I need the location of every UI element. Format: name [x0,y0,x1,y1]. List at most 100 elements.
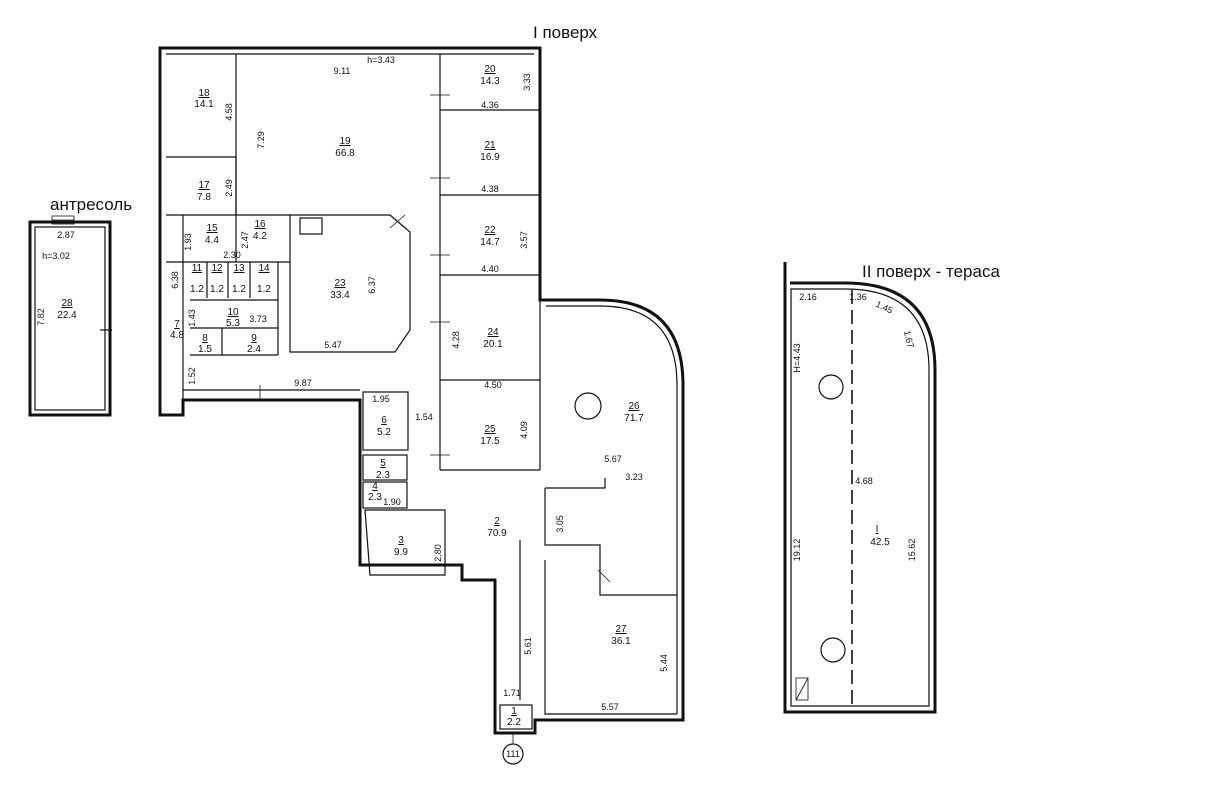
room-15-number: 15 [206,223,218,234]
mezzanine-plan: 2.87 h=3.02 7.82 28 22.4 [28,215,112,417]
dim-3.23: 3.23 [625,472,643,482]
room-6-number: 6 [381,415,387,426]
dim-5.61: 5.61 [523,637,533,655]
room-2-number: 2 [494,516,500,527]
room-1-area: 2.2 [507,717,521,728]
room-22-number: 22 [484,225,496,236]
mezzanine-height: h=3.02 [42,251,70,261]
room-11-number: 11 [192,263,203,274]
room-1-number: 1 [511,706,517,717]
terrace-column-top-icon [818,374,844,400]
building-marker-number: 111 [506,749,520,759]
room-10-area: 5.3 [226,318,240,329]
terrace-outer-wall [783,262,937,714]
room-4-area: 2.3 [368,492,382,503]
dim-1.67: 1.67 [902,329,916,349]
room-12-number: 12 [211,263,223,274]
terrace-column-bottom-icon [820,637,846,663]
room-20-number: 20 [484,64,496,75]
dim-5.47: 5.47 [324,340,342,350]
room-19-area: 66.8 [335,148,355,159]
room-10-number: 10 [227,307,239,318]
room-11-area: 1.2 [190,284,204,295]
room-13-number: 13 [233,263,245,274]
room-25-number: 25 [484,424,496,435]
room-24-number: 24 [487,327,499,338]
room-22-area: 14.7 [480,237,500,248]
dim-2.87: 2.87 [57,230,75,240]
dim-5.57: 5.57 [601,702,619,712]
dim-4.36: 4.36 [481,100,499,110]
room-23-number: 23 [334,278,346,289]
dim-2.49: 2.49 [224,179,234,197]
dim-1.90: 1.90 [383,497,401,507]
dim-6.38: 6.38 [170,271,180,289]
dim-3.33: 3.33 [522,73,532,91]
dim-4.50: 4.50 [484,380,502,390]
room-5-number: 5 [380,458,386,469]
room-6-walls [362,391,409,451]
room-16-number: 16 [254,219,266,230]
room-27-number: 27 [615,624,627,635]
column-icon [574,392,602,420]
room-2-area: 70.9 [487,528,507,539]
room-6-area: 5.2 [377,427,391,438]
dim-3.73: 3.73 [249,314,267,324]
dim-4.40: 4.40 [481,264,499,274]
dim-6.37: 6.37 [367,276,377,294]
floor1-height: h=3.43 [367,55,395,65]
floor2-title: II поверх - тераса [862,262,1000,281]
room-16-area: 4.2 [253,231,267,242]
dim-1.52: 1.52 [187,367,197,385]
terrace-stair-icon [795,677,809,701]
room-27-area: 36.1 [611,636,631,647]
terrace-plan: 2.16 1.36 1.45 1.67 H=4.43 4.68 I 42.5 1… [783,262,937,714]
room-9-area: 2.4 [247,344,261,355]
room-26-area: 71.7 [624,413,644,424]
mezzanine-title: антресоль [50,195,132,214]
floor1-title: I поверх [533,23,598,42]
mezzanine-inner-wall [34,226,106,411]
dim-1.93: 1.93 [183,233,193,251]
dim-4.58: 4.58 [224,103,234,121]
dim-4.09: 4.09 [519,421,529,439]
room-21-area: 16.9 [480,152,500,163]
dim-2.80: 2.80 [433,544,443,562]
dim-2.30: 2.30 [223,250,241,260]
room-8-number: 8 [202,333,208,344]
room-14-area: 1.2 [257,284,271,295]
dim-1.71: 1.71 [503,688,521,698]
room-12-area: 1.2 [210,284,224,295]
dim-15.62: 15.62 [907,539,917,562]
dim-1.43: 1.43 [187,309,197,327]
room-19-number: 19 [339,136,351,147]
dim-2.47: 2.47 [240,231,250,249]
dim-19.12: 19.12 [792,539,802,562]
room-25-area: 17.5 [480,436,500,447]
dim-1.45: 1.45 [874,299,894,315]
room-8-area: 1.5 [198,344,212,355]
room-18-number: 18 [198,88,210,99]
dim-4.68: 4.68 [855,476,873,486]
dim-3.05: 3.05 [555,515,565,533]
dim-7.29: 7.29 [256,131,266,149]
room-17-number: 17 [198,180,210,191]
door-marks [259,94,611,583]
terrace-height: H=4.43 [792,343,802,372]
dim-1.36: 1.36 [849,292,867,302]
wc-block: 11 1.2 12 1.2 13 1.2 14 1.2 [190,263,271,295]
dim-4.38: 4.38 [481,184,499,194]
room-7-area: 4.8 [170,330,184,341]
floor1-outer-wall [158,46,685,735]
room-18-area: 14.1 [194,99,214,110]
dim-2.16: 2.16 [799,292,817,302]
room-17-area: 7.8 [197,192,211,203]
dim-4.28: 4.28 [451,331,461,349]
dim-7.82: 7.82 [36,308,46,326]
room-7-number: 7 [174,319,180,330]
dim-9.87: 9.87 [294,378,312,388]
room-23-walls [289,214,411,353]
room-4-number: 4 [372,481,378,492]
room-24-area: 20.1 [483,339,503,350]
room-20-area: 14.3 [480,76,500,87]
